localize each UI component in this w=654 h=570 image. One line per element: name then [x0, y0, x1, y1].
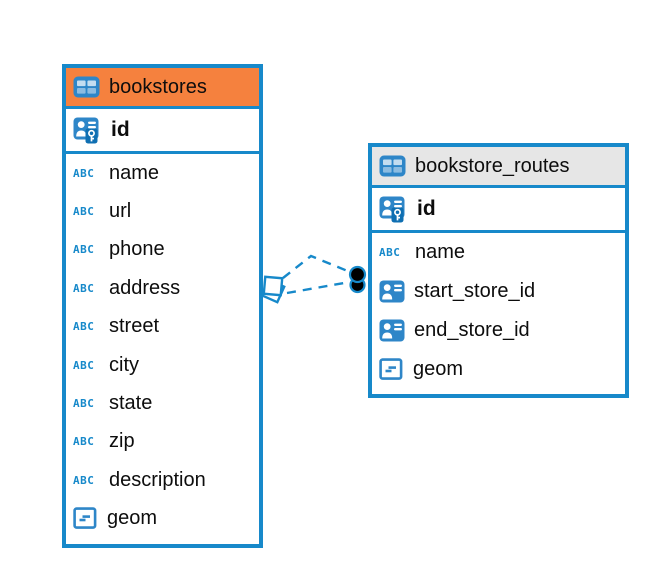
text-type-icon: ABC	[73, 243, 95, 257]
column-row[interactable]: ABC zip	[66, 423, 259, 461]
table-bookstore-routes-header[interactable]: bookstore_routes	[372, 147, 625, 188]
column-name: id	[417, 197, 436, 220]
relationship-line-lower[interactable]	[286, 280, 351, 295]
column-name: street	[109, 315, 160, 338]
text-type-icon: ABC	[73, 166, 95, 180]
column-row[interactable]: ABC name	[372, 233, 625, 272]
column-row[interactable]: ABC street	[66, 308, 259, 346]
column-row[interactable]: end_store_id	[372, 311, 625, 350]
diamond-marker[interactable]	[260, 275, 286, 304]
text-type-icon: ABC	[73, 281, 95, 295]
column-row[interactable]: geom	[372, 350, 625, 389]
geometry-dash-icon	[73, 507, 98, 530]
column-row[interactable]: ABC phone	[66, 231, 259, 269]
column-name: geom	[107, 507, 158, 530]
column-row[interactable]: ABC address	[66, 269, 259, 307]
column-name: end_store_id	[414, 319, 530, 341]
column-name: description	[109, 468, 206, 491]
person-key-icon	[379, 196, 408, 223]
column-name: url	[109, 200, 132, 223]
column-row[interactable]: ABC description	[66, 461, 259, 499]
person-key-icon	[73, 117, 102, 144]
person-badge-icon	[379, 280, 405, 303]
column-row[interactable]: ABC city	[66, 346, 259, 384]
geometry-dash-icon	[379, 358, 404, 381]
column-name: city	[109, 353, 139, 376]
text-type-icon: ABC	[73, 435, 95, 449]
column-row[interactable]: ABC url	[66, 192, 259, 230]
column-row[interactable]: geom	[66, 500, 259, 538]
column-name: state	[109, 392, 153, 415]
column-row[interactable]: start_store_id	[372, 272, 625, 311]
text-type-icon: ABC	[73, 205, 95, 219]
column-name: address	[109, 276, 181, 299]
column-row[interactable]: ABC state	[66, 384, 259, 422]
text-type-icon: ABC	[73, 397, 95, 411]
table-grid-icon	[379, 155, 406, 177]
column-name: name	[109, 161, 160, 184]
text-type-icon: ABC	[73, 320, 95, 334]
person-badge-icon	[379, 319, 405, 342]
column-name: name	[415, 241, 466, 263]
text-type-icon: ABC	[73, 473, 95, 487]
table-title: bookstore_routes	[415, 154, 570, 177]
column-name: start_store_id	[414, 280, 536, 302]
table-grid-icon	[73, 76, 100, 98]
table-bookstores[interactable]: bookstores id ABC name	[62, 64, 263, 548]
table-bookstore-routes[interactable]: bookstore_routes id ABC name	[368, 143, 629, 398]
column-row-pk[interactable]: id	[66, 109, 259, 154]
column-row[interactable]: ABC name	[66, 154, 259, 192]
column-name: geom	[413, 358, 464, 380]
table-title: bookstores	[109, 75, 207, 98]
column-name: phone	[109, 238, 165, 261]
column-name: zip	[109, 430, 135, 453]
text-type-icon: ABC	[73, 358, 95, 372]
column-row-pk[interactable]: id	[372, 188, 625, 233]
column-name: id	[111, 118, 130, 141]
relationship-line-upper[interactable]	[282, 254, 351, 279]
dot-marker[interactable]	[348, 265, 367, 294]
text-type-icon: ABC	[379, 246, 401, 259]
table-bookstores-header[interactable]: bookstores	[66, 68, 259, 109]
